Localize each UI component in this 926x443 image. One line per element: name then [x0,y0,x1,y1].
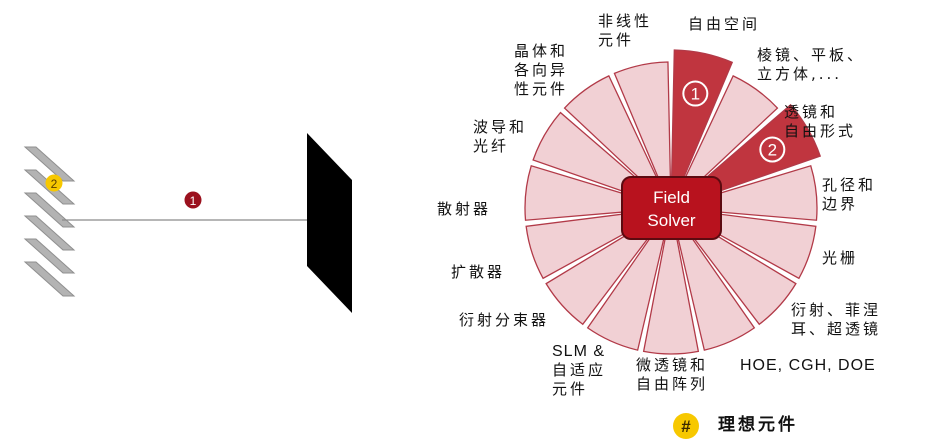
hub-line-2: Solver [647,211,696,230]
wheel-segment [613,61,672,206]
grating-line [23,192,76,228]
component-label: 元件 [552,380,588,398]
hub-line-1: Field [653,188,690,207]
component-label: 非线性 [598,12,652,30]
component-label: 自由阵列 [636,375,708,393]
wheel-segment [671,210,756,351]
legend-label: 理想元件 [718,414,798,435]
component-label: 自由形式 [784,122,856,140]
highlight-badge-number: 1 [691,85,700,104]
component-label: 棱镜、平板、 [757,46,865,64]
grating-line [23,238,76,274]
component-label: 各向异 [514,61,568,79]
component-label: 衍射、菲涅 [791,301,881,319]
component-label: 透镜和 [784,103,838,121]
component-label: 散射器 [437,200,491,218]
optical-setup: 1 2 [23,133,352,313]
legend-badge [673,413,699,439]
component-label: 衍射分束器 [459,311,549,329]
component-label: 元件 [598,31,634,49]
wheel-segment [586,210,671,351]
field-solver-hub: Field Solver [621,176,722,240]
component-label: 晶体和 [514,42,568,60]
grating-line [23,261,76,297]
beam-badge-number: 1 [190,194,197,208]
component-label: 扩散器 [451,263,505,281]
legend: # 理想元件 [673,413,798,439]
legend-symbol: # [681,417,691,436]
grating-badge: 2 [45,174,63,192]
beam-badge: 1 [184,191,202,209]
wheel-segment [642,211,700,355]
component-label: SLM & [552,343,605,360]
grating-line [23,215,76,251]
component-label: 光纤 [473,137,509,155]
highlight-badge-number: 2 [768,141,777,160]
grating-badge-number: 2 [51,177,58,191]
component-label: HOE, CGH, DOE [740,357,876,374]
component-label: 自适应 [552,361,606,379]
component-label: 自由空间 [688,15,760,33]
component-label: 性元件 [514,80,568,98]
component-label: 耳、超透镜 [791,320,881,338]
detector-screen [307,133,352,313]
highlight-badge [759,136,786,163]
component-label: 微透镜和 [636,356,708,374]
component-label: 边界 [822,195,858,213]
component-label: 光栅 [822,249,858,267]
component-label: 波导和 [473,118,527,136]
grating-line [23,146,76,182]
component-label: 立方体,... [757,65,842,83]
wheel-segment [563,75,671,207]
highlight-badge [682,80,709,107]
wheel-segment [671,75,779,207]
component-label: 孔径和 [822,176,876,194]
grating-stack [23,146,76,297]
